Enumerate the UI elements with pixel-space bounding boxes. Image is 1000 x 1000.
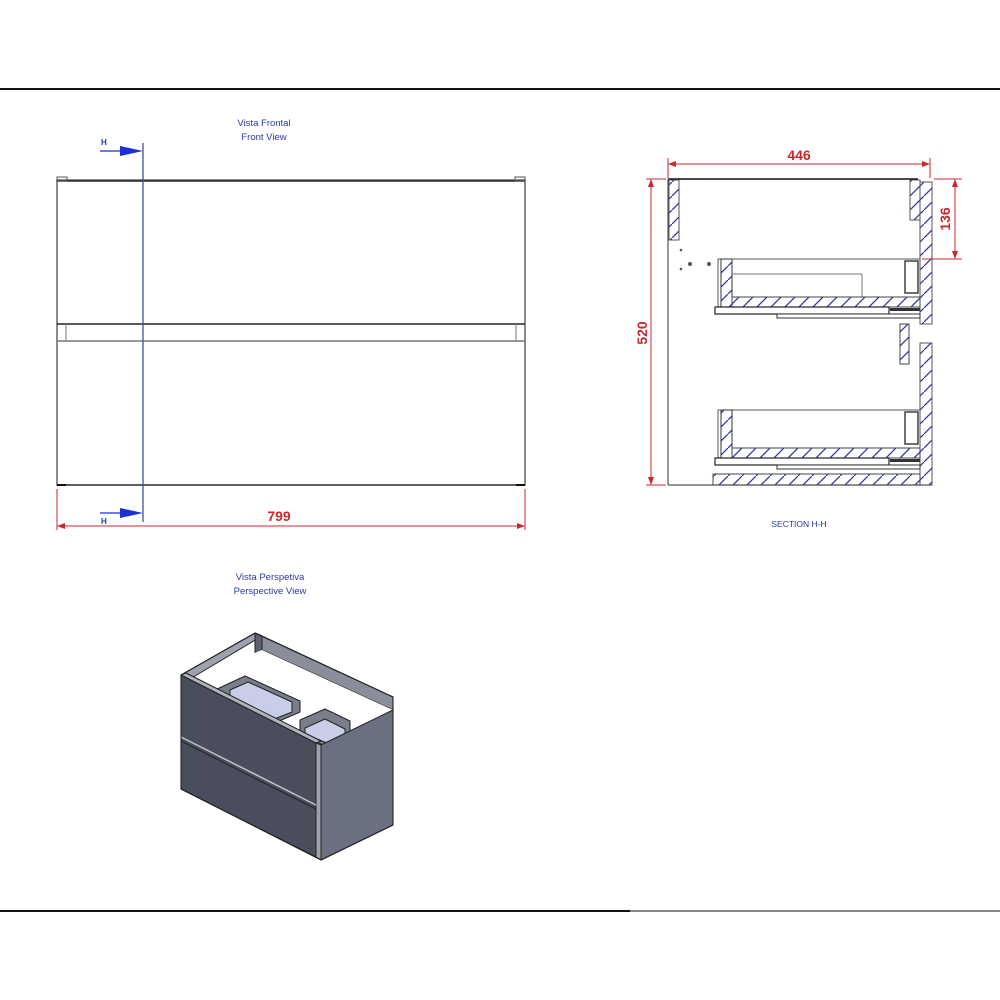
section-arrow-top-icon (120, 146, 143, 156)
hinge-holes (679, 248, 711, 271)
depth-dimension: 446 (667, 147, 931, 178)
section-arrow-bottom-icon (120, 508, 143, 518)
section-view-title: SECTION H-H (771, 519, 826, 529)
perspective-view: Vista Perspetiva Perspective View (180, 572, 394, 861)
front-panel-top-left (668, 179, 680, 241)
front-view: Vista Frontal Front View H H (56, 118, 526, 530)
lower-drawer-section (712, 409, 921, 486)
depth-dimension-value: 446 (787, 147, 811, 163)
upper-drawer-section (714, 258, 921, 319)
section-carcass (667, 178, 932, 486)
sheet-border (0, 88, 1000, 912)
bottom-panel (712, 473, 921, 486)
front-view-title-en: Front View (241, 132, 286, 143)
cabinet-3d (180, 632, 394, 861)
top-drawer-dimension-value: 136 (937, 207, 953, 231)
perspective-view-title-en: Perspective View (234, 586, 307, 597)
section-view: 446 520 136 SECTION H-H (634, 147, 962, 529)
top-drawer-dimension: 136 (922, 178, 962, 260)
back-wall-upper (919, 181, 933, 325)
height-dimension-value: 520 (634, 321, 650, 345)
section-marker-top: H (101, 138, 107, 147)
section-line-h: H H (100, 138, 144, 526)
rear-panel-top (909, 179, 921, 221)
front-view-title-es: Vista Frontal (237, 118, 290, 129)
back-wall-lower (919, 342, 933, 486)
section-marker-bottom: H (101, 517, 107, 526)
front-view-cabinet (56, 176, 526, 486)
width-dimension: 799 (56, 489, 526, 530)
width-dimension-value: 799 (267, 508, 291, 524)
perspective-view-title-es: Vista Perspetiva (236, 572, 305, 583)
middle-rail (899, 323, 910, 365)
height-dimension: 520 (634, 178, 666, 486)
